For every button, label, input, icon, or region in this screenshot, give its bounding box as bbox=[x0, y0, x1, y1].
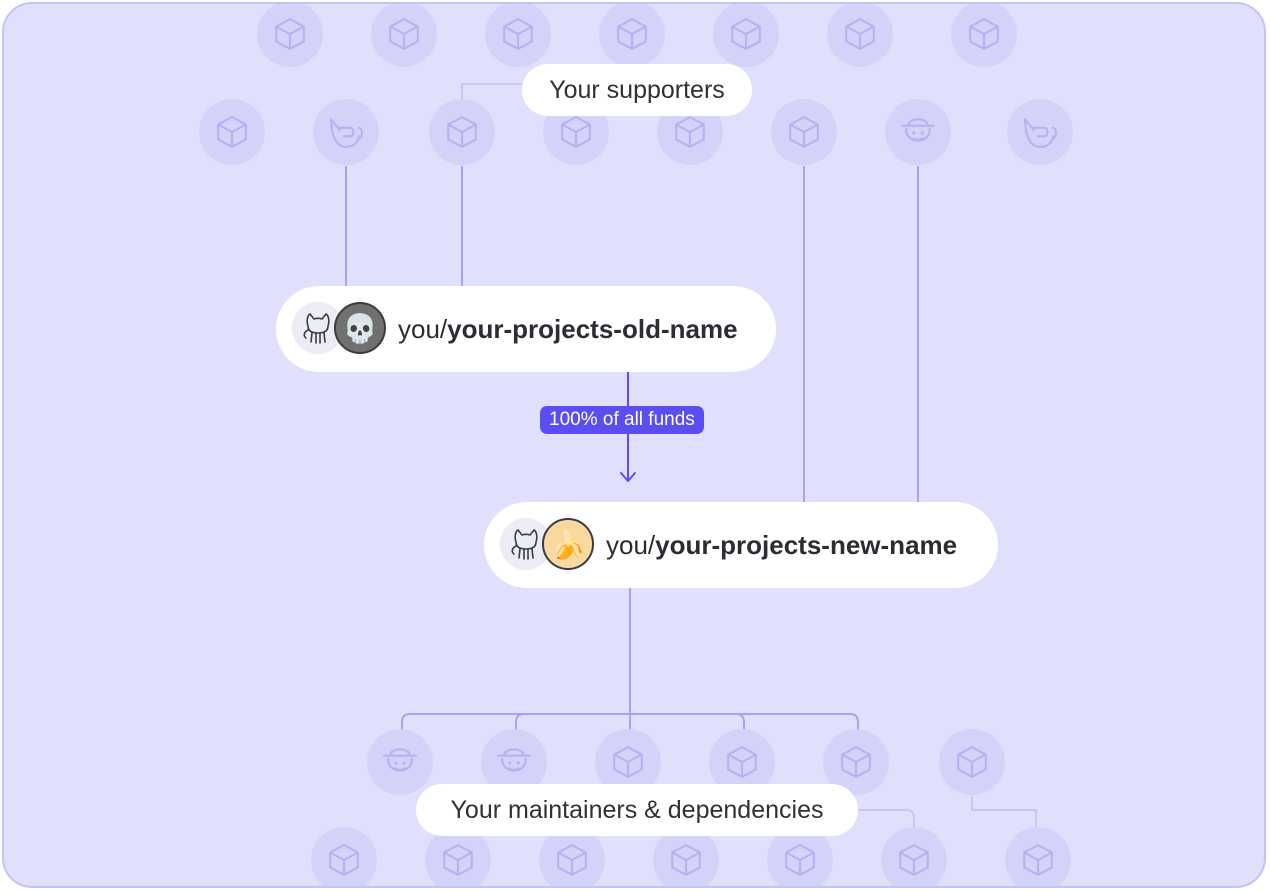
dependency-node-bottom-3 bbox=[653, 827, 719, 886]
dependency-node-3 bbox=[709, 729, 775, 795]
old-project-repo: your-projects-old-name bbox=[447, 313, 738, 344]
supporter-node-top-3 bbox=[599, 4, 665, 67]
supporter-node-5 bbox=[771, 99, 837, 165]
supporter-node-2 bbox=[429, 99, 495, 165]
dependency-node-5 bbox=[939, 729, 1005, 795]
supporter-node-1 bbox=[313, 99, 379, 165]
dependency-node-bottom-6 bbox=[1005, 827, 1071, 886]
new-project-card[interactable]: 🍌 you/your-projects-new-name bbox=[484, 502, 998, 588]
new-project-avatars: 🍌 bbox=[500, 518, 596, 572]
dependency-node-bottom-2 bbox=[539, 827, 605, 886]
supporter-node-top-2 bbox=[485, 4, 551, 67]
diagram-graph bbox=[199, 4, 1073, 886]
skull-avatar: 💀 bbox=[334, 302, 386, 354]
dependency-node-bottom-0 bbox=[311, 827, 377, 886]
supporter-node-top-1 bbox=[371, 4, 437, 67]
supporter-node-0 bbox=[199, 99, 265, 165]
dependency-node-4 bbox=[823, 729, 889, 795]
supporter-node-top-0 bbox=[257, 4, 323, 67]
dependency-node-0 bbox=[367, 729, 433, 795]
dependency-node-1 bbox=[481, 729, 547, 795]
dependency-node-2 bbox=[595, 729, 661, 795]
dependency-node-bottom-4 bbox=[767, 827, 833, 886]
maintainers-label: Your maintainers & dependencies bbox=[416, 784, 858, 836]
supporter-node-top-6 bbox=[951, 4, 1017, 67]
old-project-owner: you/ bbox=[398, 313, 448, 344]
supporter-node-7 bbox=[1007, 99, 1073, 165]
supporter-node-6 bbox=[885, 99, 951, 165]
supporter-node-top-5 bbox=[827, 4, 893, 67]
new-project-repo: your-projects-new-name bbox=[655, 529, 958, 560]
old-project-card[interactable]: 💀 you/your-projects-old-name bbox=[276, 286, 776, 372]
funds-badge: 100% of all funds bbox=[540, 406, 704, 434]
new-project-owner: you/ bbox=[606, 529, 656, 560]
supporters-label: Your supporters bbox=[522, 64, 752, 116]
old-project-avatars: 💀 bbox=[292, 302, 388, 356]
banana-avatar: 🍌 bbox=[542, 518, 594, 570]
connector-lines bbox=[345, 83, 1037, 828]
dependency-node-bottom-5 bbox=[881, 827, 947, 886]
dependency-node-bottom-1 bbox=[425, 827, 491, 886]
supporter-node-top-4 bbox=[713, 4, 779, 67]
